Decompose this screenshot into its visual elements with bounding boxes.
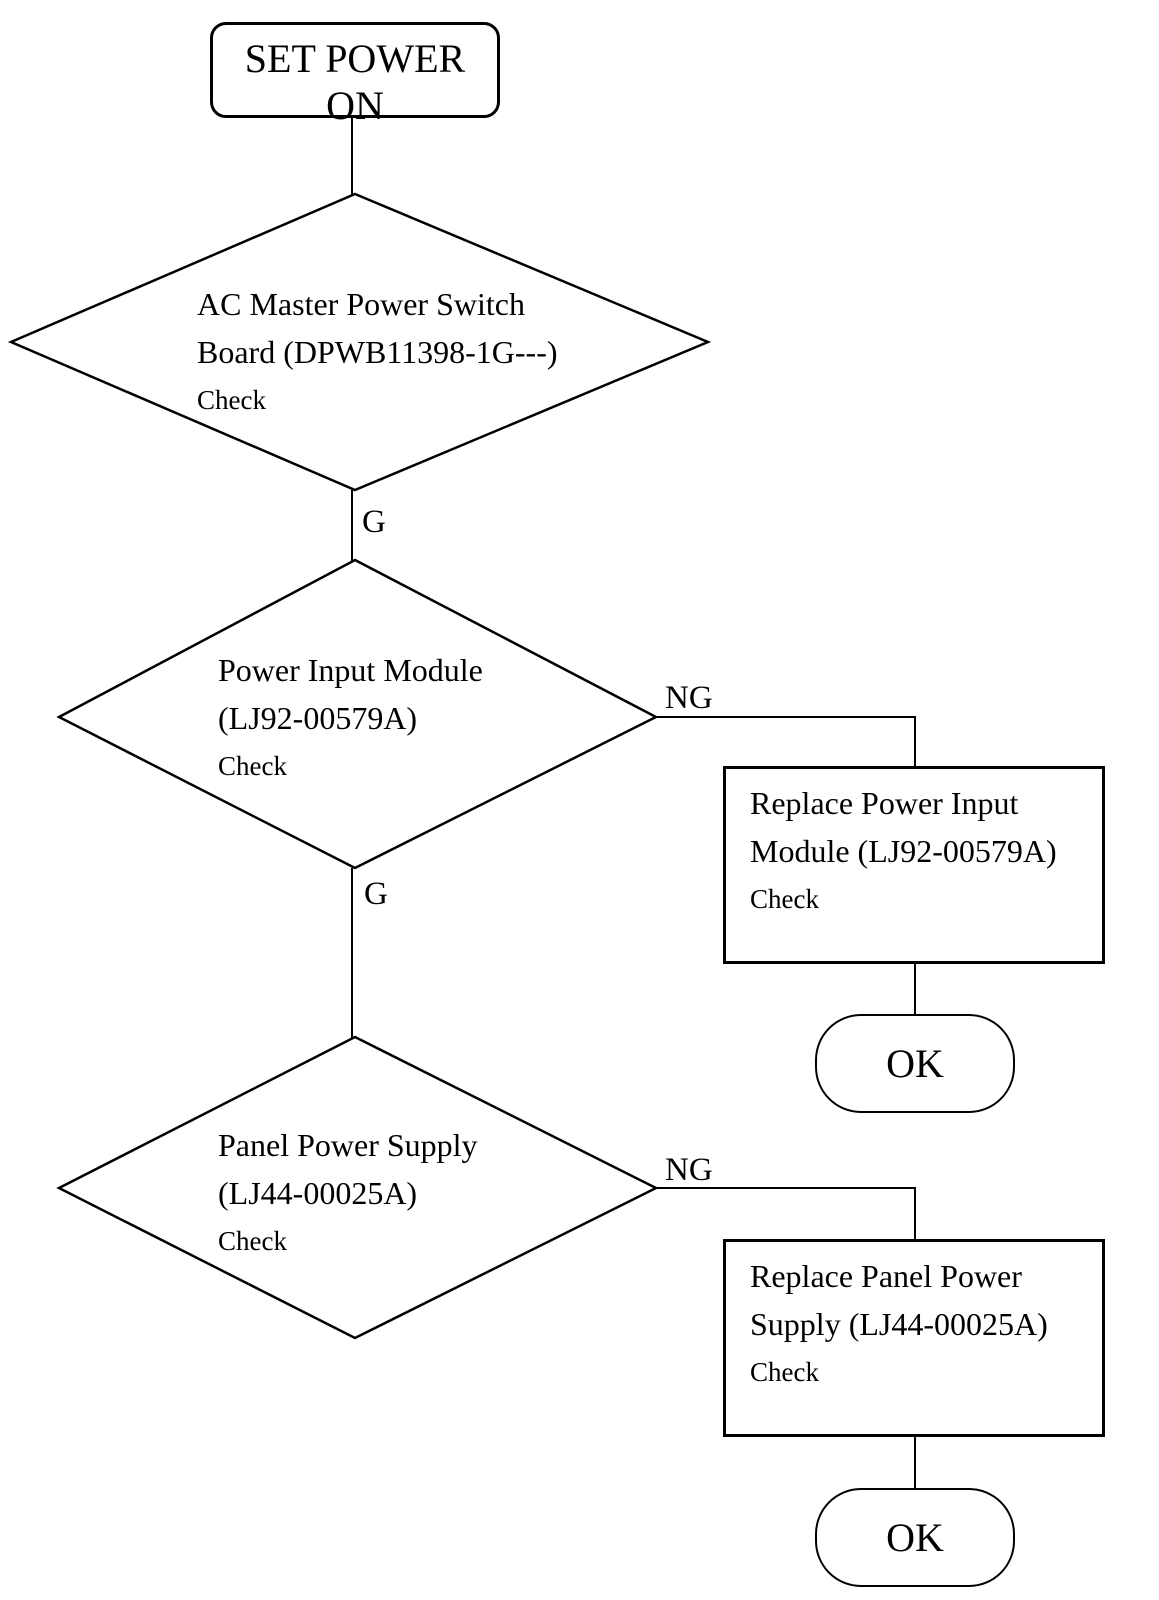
decision1-diamond: [7, 192, 712, 492]
process1-line2: Module (LJ92-00579A): [750, 833, 1057, 869]
terminator-ok-1: OK: [815, 1014, 1015, 1113]
terminator-ok-1-label: OK: [886, 1041, 944, 1086]
decision3-line2: (LJ44-00025A): [218, 1175, 418, 1211]
decision3-check-label: Check: [218, 1226, 287, 1256]
decision3-line1: Panel Power Supply: [218, 1127, 478, 1163]
connector-ng2-to-process2: [656, 1187, 916, 1239]
edge-label-ng-2: NG: [665, 1152, 713, 1188]
decision1-text: AC Master Power Switch Board (DPWB11398-…: [197, 280, 558, 424]
process2-line2: Supply (LJ44-00025A): [750, 1306, 1048, 1342]
decision2-text: Power Input Module (LJ92-00579A) Check: [218, 646, 483, 790]
edge-label-good-1: G: [362, 504, 386, 540]
start-node-label: SET POWER ON: [244, 36, 466, 128]
process2-line1: Replace Panel Power: [750, 1258, 1022, 1294]
process1-box: Replace Power Input Module (LJ92-00579A)…: [723, 766, 1105, 964]
decision2-line2: (LJ92-00579A): [218, 700, 418, 736]
decision2-check-label: Check: [218, 751, 287, 781]
connector-ng1-to-process1: [656, 716, 916, 766]
terminator-ok-2-label: OK: [886, 1515, 944, 1560]
edge-label-good-2: G: [364, 876, 388, 912]
decision3-text: Panel Power Supply (LJ44-00025A) Check: [218, 1121, 478, 1265]
decision1-line1: AC Master Power Switch: [197, 286, 525, 322]
process1-check-label: Check: [750, 884, 819, 914]
process2-check-label: Check: [750, 1357, 819, 1387]
decision2-diamond: [56, 558, 659, 870]
start-node: SET POWER ON: [210, 22, 500, 128]
decision2-line1: Power Input Module: [218, 652, 483, 688]
decision1-check-label: Check: [197, 385, 266, 415]
terminator-ok-2: OK: [815, 1488, 1015, 1587]
edge-label-ng-1: NG: [665, 680, 713, 716]
process2-box: Replace Panel Power Supply (LJ44-00025A)…: [723, 1239, 1105, 1437]
decision1-line2: Board (DPWB11398-1G---): [197, 334, 558, 370]
process1-line1: Replace Power Input: [750, 785, 1019, 821]
decision3-diamond: [56, 1035, 659, 1340]
